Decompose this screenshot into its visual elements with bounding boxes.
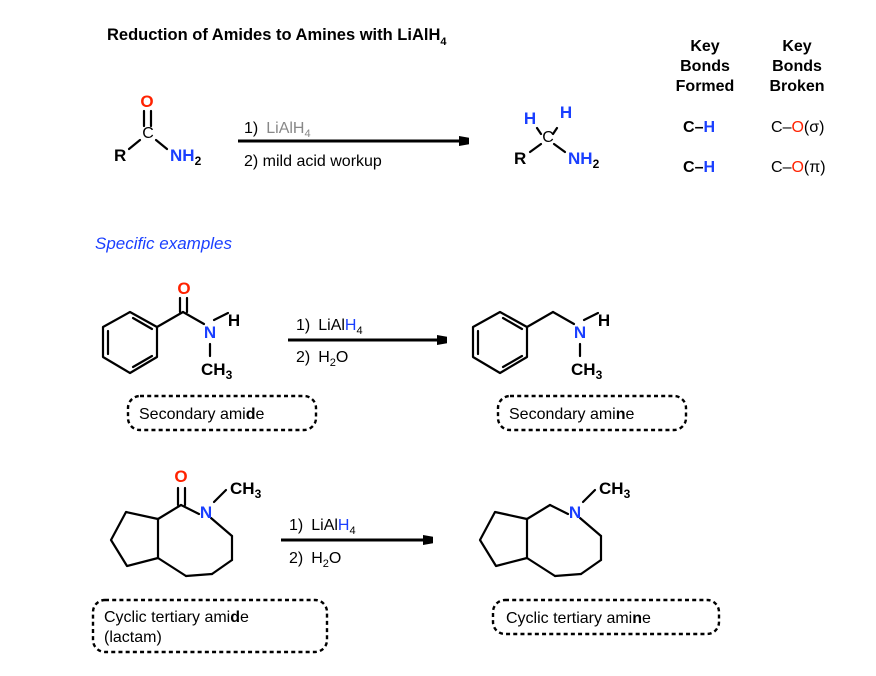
general-step1: 1)LiAlH4 (244, 120, 311, 140)
example2-lactam: O N CH3 (109, 467, 262, 578)
example1-product-nitrogen: N (574, 323, 586, 342)
example2-oxygen: O (174, 467, 187, 486)
formed-header-line3: Formed (676, 78, 735, 95)
example2-step2: 2)H2O (289, 550, 341, 570)
svg-text:Secondary amine: Secondary amine (509, 406, 635, 423)
example1-oxygen: O (177, 279, 190, 298)
bonds-broken-rows: C–O(σ) C–O(π) (771, 119, 826, 176)
r-group: R (114, 146, 126, 165)
example1-product-hydrogen: H (598, 311, 610, 330)
carbonyl-carbon: C (142, 125, 154, 142)
broken-header-line1: Key (782, 38, 811, 55)
example1-step2: 2)H2O (296, 349, 348, 369)
formed-header-line1: Key (690, 38, 719, 55)
example2-methyl: CH3 (230, 479, 262, 501)
bond-formed-row-2: C–H (683, 159, 715, 176)
bond-broken-row-1: C–O(σ) (771, 119, 824, 136)
example2-nitrogen: N (200, 503, 212, 522)
general-step2: 2) mild acid workup (244, 153, 382, 170)
svg-text:Cyclic tertiary amine: Cyclic tertiary amine (506, 610, 651, 627)
example1-hydrogen: H (228, 311, 240, 330)
broken-header-line3: Broken (769, 78, 824, 95)
page-title: Reduction of Amides to Amines with LiAlH… (107, 26, 447, 48)
svg-text:Secondary amide: Secondary amide (139, 406, 265, 423)
example1-product-label: Secondary amine (496, 394, 688, 432)
bond-broken-row-2: C–O(π) (771, 159, 826, 176)
example1-product-methyl: CH3 (571, 360, 603, 382)
oxygen-atom: O (140, 92, 153, 111)
key-bonds-table: Key Bonds Formed Key Bonds Broken (676, 38, 825, 95)
example1-nitrogen: N (204, 323, 216, 342)
example1-methyl: CH3 (201, 360, 233, 382)
example2-step1: 1)LiAlH4 (289, 517, 356, 537)
general-amine: H H C R NH2 (514, 103, 600, 171)
svg-text:Cyclic tertiary amide: Cyclic tertiary amide (104, 609, 249, 626)
alpha-carbon: C (542, 129, 554, 146)
amine-nitrogen: NH2 (170, 146, 202, 168)
bond-formed-row-1: C–H (683, 119, 715, 136)
general-amide: O C R NH2 (114, 92, 202, 168)
example1-reactant-label: Secondary amide (126, 394, 318, 432)
svg-text:(lactam): (lactam) (104, 629, 162, 646)
example2-reactant-label: Cyclic tertiary amide (lactam) (91, 598, 329, 654)
hydrogen-right: H (560, 103, 572, 122)
examples-heading: Specific examples (95, 234, 233, 253)
example2-product-label: Cyclic tertiary amine (491, 598, 721, 636)
formed-header-line2: Bonds (680, 58, 730, 75)
bonds-formed-rows: C–H C–H (683, 119, 715, 176)
example1-amine: N H CH3 (471, 310, 610, 382)
example2-product-methyl: CH3 (599, 479, 631, 501)
hydrogen-left: H (524, 109, 536, 128)
broken-header-line2: Bonds (772, 58, 822, 75)
example1-step1: 1)LiAlH4 (296, 317, 363, 337)
example1-amide: O N H CH3 (101, 279, 240, 382)
product-r-group: R (514, 149, 526, 168)
product-nitrogen: NH2 (568, 149, 600, 171)
example2-amine: N CH3 (478, 479, 631, 578)
example2-product-nitrogen: N (569, 503, 581, 522)
